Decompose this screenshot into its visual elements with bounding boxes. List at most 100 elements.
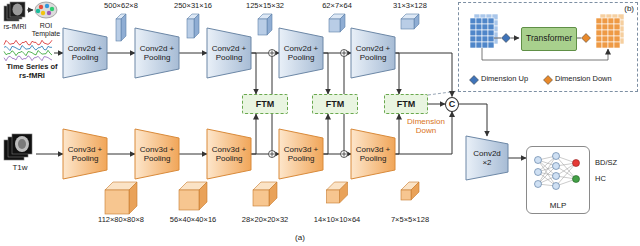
arrow <box>27 10 33 11</box>
output-neuron <box>573 176 580 183</box>
token-grid <box>614 42 620 48</box>
feature-map-cuboid <box>340 182 348 203</box>
ftm-box: FTM <box>242 94 288 114</box>
token-grid <box>470 24 476 30</box>
connector <box>508 158 526 159</box>
mlp-box: MLP <box>526 146 590 214</box>
feature-map-cuboid <box>340 14 345 32</box>
roi-patch <box>47 11 51 15</box>
token-grid <box>488 30 494 36</box>
ftm-label: FTM <box>256 99 275 109</box>
mlp-neuron <box>535 181 542 188</box>
flow-line <box>494 38 501 39</box>
token-grid <box>488 42 494 48</box>
connector <box>107 154 135 155</box>
conv2d-block: Conv2d + Pooling <box>351 28 395 78</box>
input-label: ROI Template <box>29 22 63 38</box>
ftm-label: FTM <box>397 99 416 109</box>
conv3d-block: Conv3d + Pooling <box>207 129 251 179</box>
connector <box>272 114 279 154</box>
brain-shape <box>13 4 23 16</box>
add-symbol <box>272 51 273 56</box>
trapezoid <box>351 129 395 179</box>
panel-label: (b) <box>624 4 634 13</box>
token-grid <box>488 18 494 24</box>
connector <box>323 114 328 154</box>
dimension-label: 28×20×20×32 <box>242 216 289 225</box>
t1w-slice <box>12 134 32 154</box>
token-grid <box>470 36 476 42</box>
feature-map-cuboid <box>116 19 121 41</box>
trapezoid <box>279 129 323 179</box>
token-grid <box>614 30 620 36</box>
add-symbol <box>269 50 276 57</box>
block-label: Conv2d + Pooling <box>283 44 319 62</box>
input-label: Time Series of rs-fMRI <box>2 63 62 80</box>
edge-label: Dimension Down <box>403 117 449 135</box>
feature-map-cuboid <box>179 190 199 210</box>
add-symbol <box>272 152 273 157</box>
class-label: BD/SZ <box>595 159 617 168</box>
brain-shape <box>18 139 26 149</box>
transformer-label: Transformer <box>526 34 572 44</box>
roi-patch <box>45 4 49 8</box>
feature-map-cuboid <box>187 19 194 38</box>
conv3d-block: Conv3d + Pooling <box>135 129 179 179</box>
roi-patch <box>36 9 40 13</box>
connector <box>251 53 256 94</box>
dimension-label: 500×62×8 <box>104 2 138 11</box>
add-symbol <box>344 152 345 157</box>
roi-patch <box>39 5 43 9</box>
mlp-neuron <box>553 183 560 190</box>
trapezoid <box>135 129 179 179</box>
block-label: Conv3d + Pooling <box>139 145 175 163</box>
leader-line <box>428 91 458 95</box>
feature-map-cuboid <box>329 19 340 32</box>
block-label: Conv3d + Pooling <box>283 145 319 163</box>
feature-map-cuboid <box>194 14 199 38</box>
feature-map-cuboid <box>105 190 129 214</box>
feature-map-cuboid <box>414 14 419 29</box>
feature-map-cuboid <box>411 182 419 200</box>
token-grid <box>602 30 608 36</box>
block-label: Conv2d + Pooling <box>211 44 247 62</box>
connector <box>323 53 328 94</box>
dimension-label: 7×5×5×128 <box>391 216 429 225</box>
connector <box>428 104 445 105</box>
feature-map-cuboid <box>253 190 269 206</box>
dimension-label: 112×80×80×8 <box>98 216 144 225</box>
token-grid <box>608 24 614 30</box>
connector <box>344 53 351 94</box>
trapezoid <box>466 136 508 180</box>
add-symbol <box>341 50 348 57</box>
conv2d-block: Conv2d + Pooling <box>207 28 251 78</box>
dimension-label: 125×15×32 <box>246 2 284 11</box>
trapezoid <box>351 28 395 78</box>
connector <box>179 154 207 155</box>
connector <box>395 114 399 154</box>
token-grid <box>476 24 482 30</box>
feature-map-cuboid <box>129 182 137 214</box>
time-series-line <box>4 56 52 61</box>
conv2d-block: Conv2d + Pooling <box>279 28 323 78</box>
connector <box>395 112 452 155</box>
token-grid <box>596 24 602 30</box>
trapezoid <box>279 28 323 78</box>
add-symbol <box>344 51 345 56</box>
input-arrow <box>54 53 63 54</box>
connector <box>395 53 452 97</box>
trapezoid <box>207 129 251 179</box>
feature-map-cuboid <box>401 190 411 200</box>
connector <box>251 114 256 154</box>
class-label: HC <box>595 175 606 184</box>
conv3d-block: Conv3d + Pooling <box>63 129 107 179</box>
block-label: Conv3d + Pooling <box>67 145 103 163</box>
dimension-up-symbol <box>502 34 511 43</box>
block-label: Conv2d ×2 <box>472 149 502 167</box>
ftm-box: FTM <box>384 94 428 114</box>
brain-shape <box>15 136 29 152</box>
output-neuron <box>573 160 580 167</box>
block-label: Conv2d + Pooling <box>139 44 175 62</box>
conv3d-block: Conv3d + Pooling <box>279 129 323 179</box>
